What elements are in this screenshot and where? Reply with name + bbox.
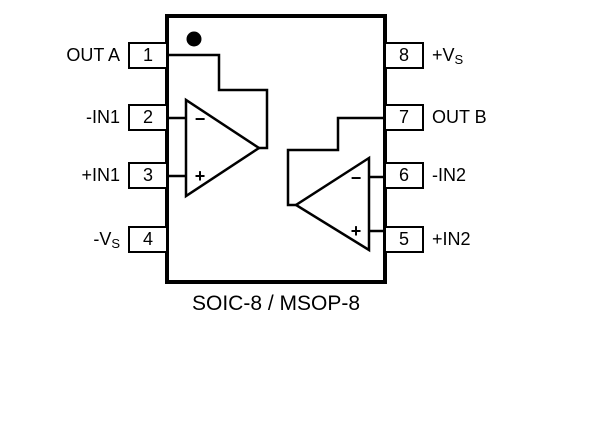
pin-box-6: 6 bbox=[384, 162, 424, 189]
pin1-indicator-dot bbox=[186, 31, 202, 47]
pin-number: 2 bbox=[142, 107, 153, 127]
pin-label-text: -V bbox=[93, 229, 112, 249]
pin-label-neg-vs: -VS bbox=[20, 226, 120, 253]
pin-number: 6 bbox=[398, 165, 409, 185]
pin-box-4: 4 bbox=[128, 226, 168, 253]
pin-label-text: -IN1 bbox=[85, 107, 120, 127]
opamp-b-minus-sign: − bbox=[351, 168, 362, 188]
pin-number: 5 bbox=[398, 229, 409, 249]
wire-out-a bbox=[167, 53, 269, 150]
pin-number: 4 bbox=[142, 229, 153, 249]
pin-label-subscript: S bbox=[111, 236, 120, 251]
pin-number: 7 bbox=[398, 107, 409, 127]
pin-label-text: +IN2 bbox=[432, 229, 471, 249]
pin-number: 8 bbox=[398, 45, 409, 65]
pin-label-text: OUT B bbox=[432, 107, 487, 127]
opamp-a-minus-sign: − bbox=[195, 109, 206, 129]
pin-label-text: -IN2 bbox=[432, 165, 467, 185]
pin-label-subscript: S bbox=[454, 52, 464, 67]
pin-label-neg-in1: -IN1 bbox=[20, 104, 120, 131]
pin-label-text: +V bbox=[432, 45, 455, 65]
opamp-b-triangle bbox=[293, 155, 371, 253]
pin-label-out-a: OUT A bbox=[20, 42, 120, 69]
opamp-a-plus-sign: + bbox=[195, 166, 206, 186]
pin-box-7: 7 bbox=[384, 104, 424, 131]
pin-label-text: OUT A bbox=[66, 45, 120, 65]
pin-box-3: 3 bbox=[128, 162, 168, 189]
pin-number: 3 bbox=[142, 165, 153, 185]
pin-box-1: 1 bbox=[128, 42, 168, 69]
pin-label-pos-in2: +IN2 bbox=[432, 226, 552, 253]
package-caption: SOIC-8 / MSOP-8 bbox=[191, 292, 361, 315]
pin-label-pos-vs: +VS bbox=[432, 42, 552, 69]
opamp-b-plus-sign: + bbox=[351, 221, 362, 241]
pin-label-neg-in2: -IN2 bbox=[432, 162, 552, 189]
pin-number: 1 bbox=[142, 45, 153, 65]
pin-label-out-b: OUT B bbox=[432, 104, 552, 131]
pin-label-pos-in1: +IN1 bbox=[20, 162, 120, 189]
pin-label-text: +IN1 bbox=[81, 165, 120, 185]
wire-out-b bbox=[286, 116, 385, 207]
pin-box-2: 2 bbox=[128, 104, 168, 131]
pin-box-5: 5 bbox=[384, 226, 424, 253]
pin-box-8: 8 bbox=[384, 42, 424, 69]
opamp-a-triangle bbox=[184, 97, 262, 199]
